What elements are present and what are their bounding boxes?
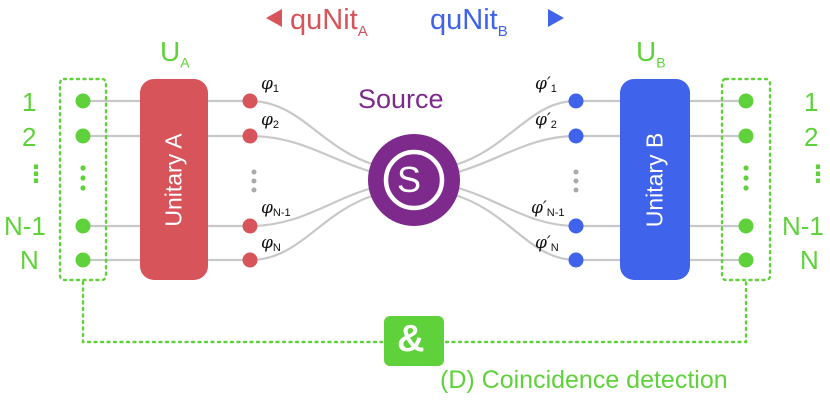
port-left-ellipsis: ⋮ bbox=[24, 161, 48, 188]
port-right-n: N bbox=[800, 245, 819, 275]
qunit-b-label: quNitB bbox=[430, 4, 508, 40]
wires-a-to-source bbox=[208, 99, 376, 262]
unitary-b-symbol: UB bbox=[636, 36, 666, 71]
ellipsis-b bbox=[573, 169, 579, 193]
unitary-a-symbol: UA bbox=[160, 36, 190, 71]
mode-a-label-n-1: φN-1 bbox=[261, 198, 291, 219]
mode-a-label-1: φ1 bbox=[261, 74, 280, 95]
qunit-b-subscript: B bbox=[497, 22, 508, 40]
port-right-n-1: N-1 bbox=[782, 211, 824, 241]
port-left-2: 2 bbox=[22, 122, 37, 152]
triangle-right-icon bbox=[548, 9, 564, 27]
mode-b-label-n-1: φ′N-1 bbox=[531, 198, 565, 219]
mode-b-label-1: φ′1 bbox=[535, 74, 557, 95]
coincidence-symbol: & bbox=[397, 318, 425, 360]
qunit-a-label: quNitA bbox=[290, 4, 368, 40]
mode-b-label-2: φ′2 bbox=[535, 110, 557, 131]
mode-b-label-n: φ′N bbox=[535, 233, 559, 254]
source-ring bbox=[383, 149, 445, 211]
coincidence-label: (D) Coincidence detection bbox=[440, 366, 728, 394]
source-title: Source bbox=[358, 84, 444, 114]
unitary-b-label: Unitary B bbox=[641, 132, 668, 228]
detector-dots-right bbox=[738, 93, 754, 268]
detector-box-left bbox=[58, 77, 108, 282]
unitary-a-label: Unitary A bbox=[160, 133, 187, 227]
mode-dots-b bbox=[568, 93, 584, 268]
detector-box-right bbox=[720, 77, 772, 282]
wires-right-detector bbox=[690, 99, 742, 262]
detector-dots-left bbox=[75, 93, 91, 268]
mode-a-label-n: φN bbox=[261, 233, 281, 254]
port-right-2: 2 bbox=[804, 122, 819, 152]
port-left-n-1: N-1 bbox=[4, 211, 46, 241]
port-left-1: 1 bbox=[22, 87, 37, 117]
coincidence-connector bbox=[81, 280, 748, 344]
source-circle bbox=[368, 134, 460, 226]
ellipsis-a bbox=[251, 169, 257, 193]
wires-left-detector bbox=[90, 99, 140, 262]
port-right-1: 1 bbox=[804, 87, 819, 117]
mode-a-label-2: φ2 bbox=[261, 110, 280, 131]
port-right-ellipsis: ⋮ bbox=[806, 161, 830, 188]
port-left-n: N bbox=[20, 245, 39, 275]
triangle-left-icon bbox=[266, 9, 282, 27]
qunit-a-subscript: A bbox=[357, 22, 368, 40]
coincidence-box bbox=[384, 316, 444, 366]
source-symbol: S bbox=[397, 159, 422, 200]
unitary-a-block bbox=[140, 79, 208, 280]
unitary-b-block bbox=[620, 79, 690, 280]
mode-dots-a bbox=[242, 93, 258, 268]
